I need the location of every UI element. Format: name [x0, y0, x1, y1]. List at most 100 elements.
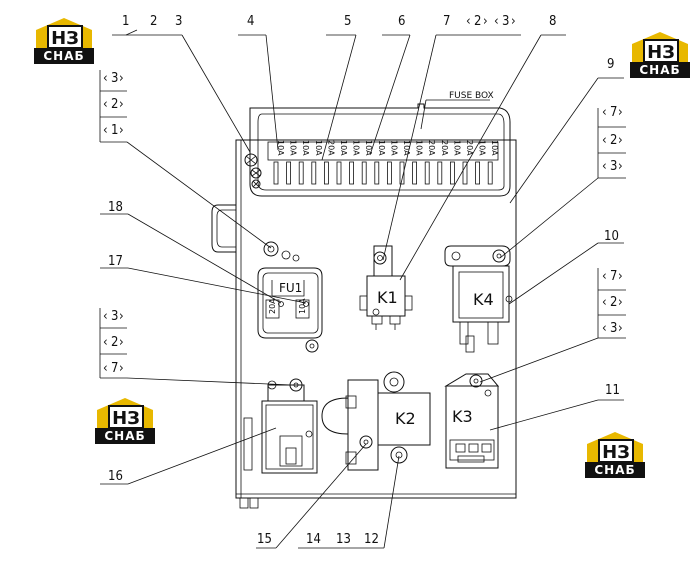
watermark-logo: НЗ СНАБ	[630, 32, 690, 80]
fuse-slot	[424, 161, 430, 185]
fuse-rating: 20A	[427, 140, 436, 156]
lt-bracket-2: 2	[111, 97, 118, 112]
fuse-slot	[374, 161, 380, 185]
fuse-slot	[349, 161, 355, 185]
svg-text:‹: ‹	[494, 14, 499, 29]
k4-label: K4	[473, 290, 494, 309]
callout-1: 1	[122, 14, 129, 29]
fuse-slot	[449, 161, 455, 185]
callout-15: 15	[257, 532, 272, 547]
fuse-slot	[323, 161, 329, 185]
lm-bracket-3: 3	[111, 309, 118, 324]
svg-text:›: ›	[618, 159, 623, 174]
callout-18: 18	[108, 200, 123, 215]
rm-bracket-7: 7	[610, 269, 617, 284]
fuse-slot	[311, 161, 317, 185]
svg-text:НЗ: НЗ	[51, 28, 79, 48]
fuse-slot	[361, 161, 367, 185]
fuse-rating: 10A	[478, 140, 487, 156]
svg-text:НЗ: НЗ	[647, 42, 675, 62]
fu1-right-rating: 10A	[298, 298, 307, 314]
svg-text:‹: ‹	[103, 123, 108, 138]
svg-text:‹: ‹	[103, 97, 108, 112]
callout-13: 13	[336, 532, 351, 547]
svg-text:›: ›	[119, 71, 124, 86]
svg-text:‹: ‹	[103, 309, 108, 324]
top-bracket-2: 2	[474, 14, 481, 29]
svg-text:‹: ‹	[602, 105, 607, 120]
screw	[244, 153, 258, 167]
screw	[251, 179, 261, 189]
svg-text:‹: ‹	[602, 321, 607, 336]
k2-label: K2	[395, 409, 416, 428]
callout-2: 2	[150, 14, 157, 29]
watermark-logo: НЗ СНАБ	[585, 432, 645, 480]
fuse-box	[249, 103, 511, 197]
top-bracket-3: 3	[502, 14, 509, 29]
callout-6: 6	[398, 14, 405, 29]
callout-8: 8	[549, 14, 556, 29]
fuse-rating: 20A	[465, 140, 474, 156]
fuse-rating: 10A	[276, 140, 285, 156]
fuse-rating: 20A	[326, 140, 335, 156]
fuse-slot	[412, 161, 418, 185]
svg-text:›: ›	[119, 97, 124, 112]
relay-k1: K1	[359, 245, 413, 330]
fuse-slot	[273, 161, 279, 185]
svg-text:›: ›	[618, 105, 623, 120]
svg-text:›: ›	[618, 295, 623, 310]
fuse-rating: 10A	[389, 140, 398, 156]
house-icon: НЗ	[587, 432, 643, 462]
watermark-logo: НЗ СНАБ	[95, 398, 155, 446]
svg-text:‹: ‹	[602, 295, 607, 310]
fuse-slot	[386, 161, 392, 185]
svg-text:‹: ‹	[602, 133, 607, 148]
relay-k2: K2	[321, 371, 431, 471]
fuse-rating: 20A	[440, 140, 449, 156]
lt-bracket-3: 3	[111, 71, 118, 86]
rt-bracket-2: 2	[610, 133, 617, 148]
fuse-slot	[462, 161, 468, 185]
svg-text:‹: ‹	[602, 159, 607, 174]
svg-text:›: ›	[119, 361, 124, 376]
svg-text:‹: ‹	[466, 14, 471, 29]
fuse-rating: 10A	[352, 140, 361, 156]
fuse-rating: 10A	[364, 140, 373, 156]
fuse-rating: 10A	[339, 140, 348, 156]
fuse-rating: 10A	[314, 140, 323, 156]
relay-k4: K4	[444, 245, 513, 353]
rm-bracket-3: 3	[610, 321, 617, 336]
fuse-slot	[437, 161, 443, 185]
svg-text:›: ›	[483, 14, 488, 29]
svg-text:›: ›	[119, 335, 124, 350]
callout-9: 9	[607, 57, 614, 72]
rt-bracket-7: 7	[610, 105, 617, 120]
callout-12: 12	[364, 532, 379, 547]
fuse-rating: 10A	[377, 140, 386, 156]
callout-11: 11	[605, 383, 620, 398]
k3-label: K3	[452, 407, 473, 426]
panel-plate	[235, 139, 517, 499]
svg-text:›: ›	[119, 309, 124, 324]
svg-text:›: ›	[618, 321, 623, 336]
fu1-left-rating: 20A	[268, 298, 277, 314]
svg-text:‹: ‹	[103, 335, 108, 350]
svg-text:‹: ‹	[103, 71, 108, 86]
lm-bracket-7: 7	[111, 361, 118, 376]
rm-bracket-2: 2	[610, 295, 617, 310]
svg-text:НЗ: НЗ	[602, 442, 630, 462]
fuse-rating: 10A	[490, 140, 499, 156]
fuse-rating: 10A	[452, 140, 461, 156]
svg-text:‹: ‹	[103, 361, 108, 376]
fuse-unit-fu1: FU1 20A 10A	[257, 241, 323, 353]
svg-text:›: ›	[618, 133, 623, 148]
fuse-rating: 10A	[415, 140, 424, 156]
fuse-slot	[336, 161, 342, 185]
relay-16	[243, 378, 318, 474]
fuse-slot	[475, 161, 481, 185]
fuse-box-label: FUSE BOX	[449, 91, 494, 101]
callout-14: 14	[306, 532, 321, 547]
callout-5: 5	[344, 14, 351, 29]
